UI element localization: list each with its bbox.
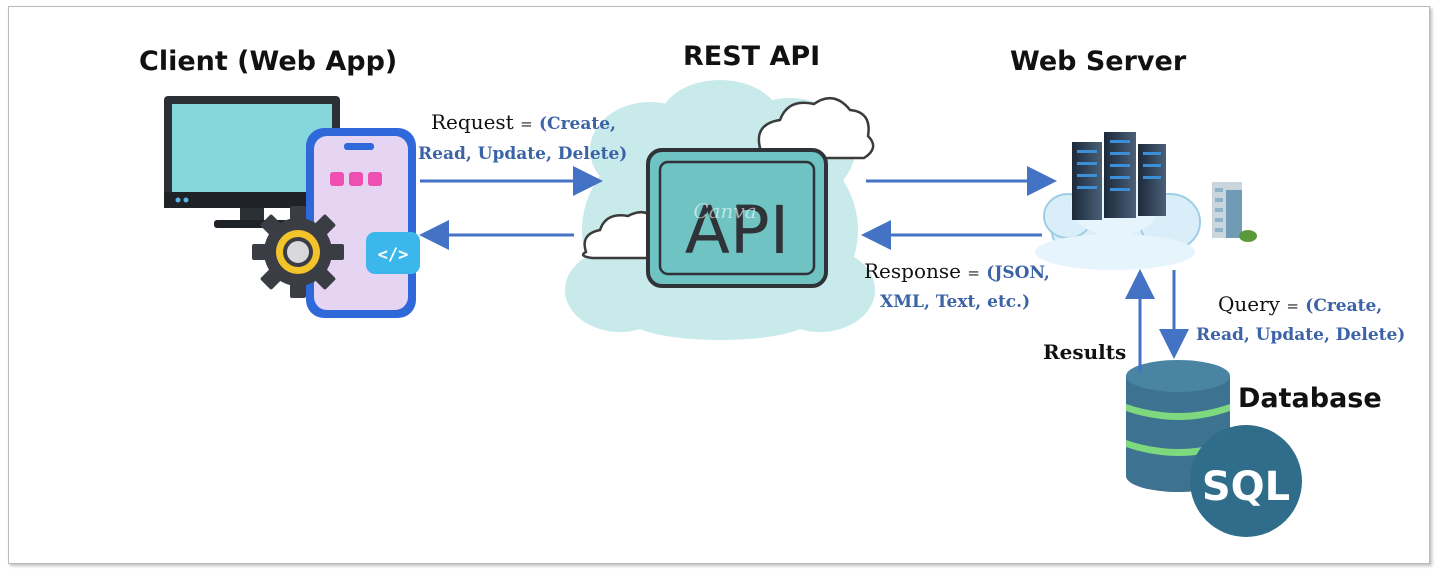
query-label: Query = (Create, (1218, 292, 1382, 316)
request-ops-line2: Read, Update, Delete) (418, 144, 628, 164)
api-heading: REST API (683, 41, 821, 72)
results-label: Results (1043, 340, 1127, 364)
query-eq: = (1286, 297, 1299, 315)
request-eq: = (520, 115, 533, 133)
response-formats-line1: (JSON, (986, 263, 1050, 283)
sql-text: SQL (1202, 464, 1290, 510)
query-ops-line2: Read, Update, Delete) (1196, 325, 1406, 345)
api-cloud-icon: API Canva (565, 80, 875, 340)
response-formats-line2: XML, Text, etc.) (880, 292, 1031, 312)
watermark-text: Canva (693, 199, 756, 223)
server-heading: Web Server (1010, 46, 1187, 77)
request-label: Request = (Create, (431, 110, 616, 134)
response-label: Response = (JSON, (864, 259, 1050, 283)
query-ops-line1: (Create, (1305, 296, 1383, 316)
api-badge-text: API (685, 192, 789, 269)
database-heading: Database (1238, 383, 1382, 414)
web-server-icon (1035, 132, 1257, 270)
request-ops-line1: (Create, (539, 114, 616, 134)
query-text: Query (1218, 292, 1280, 316)
code-badge-text: </> (378, 245, 409, 265)
response-text: Response (864, 259, 961, 283)
database-icon: SQL (1126, 360, 1302, 537)
client-illustration-icon: </> (164, 96, 420, 318)
client-heading: Client (Web App) (139, 46, 398, 77)
request-text: Request (431, 110, 514, 134)
response-eq: = (967, 264, 980, 282)
